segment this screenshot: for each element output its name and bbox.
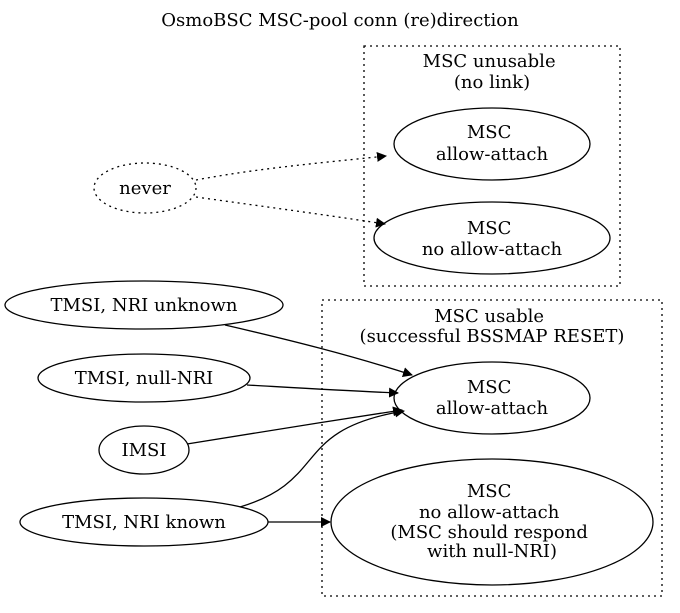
node-usable-msc-no-allow-attach-label-line1: MSC [467,481,512,502]
node-tmsi-null-nri: TMSI, null-NRI [37,353,251,403]
cluster-msc-unusable: MSC unusable (no link) [363,45,621,287]
node-unusable-msc-allow-attach: MSC allow-attach [393,107,591,181]
edge-tmsi-nri-known-to-usable-allow [239,407,405,508]
edge-tmsi-nri-unknown-to-usable-allow [224,324,413,377]
node-usable-msc-no-allow-attach-shape [330,458,654,586]
node-usable-msc-allow-attach-label-line2: allow-attach [436,398,549,419]
node-tmsi-nri-known-shape [19,497,269,547]
node-tmsi-nri-unknown-label: TMSI, NRI unknown [51,295,238,316]
edge-imsi-to-usable-allow [186,406,403,445]
edges [186,151,413,527]
cluster-msc-usable-label-line1: MSC usable [434,306,544,327]
node-usable-msc-no-allow-attach-label-line3: (MSC should respond [390,522,588,543]
node-imsi-label-line1: IMSI [122,440,167,461]
cluster-msc-usable-label-line2: (successful BSSMAP RESET) [360,326,625,347]
node-unusable-msc-no-allow-attach-label-line1: MSC [467,218,512,239]
node-unusable-msc-no-allow-attach-shape [373,201,611,275]
edge-never-to-unusable-allow [195,151,387,181]
node-usable-msc-no-allow-attach-label: MSC no allow-attach (MSC should respond … [390,481,593,562]
cluster-msc-unusable-label: MSC unusable (no link) [423,51,562,93]
node-imsi-shape [98,425,190,475]
node-unusable-msc-allow-attach-label-line2: allow-attach [436,144,549,165]
cluster-msc-usable-border [321,299,663,597]
node-unusable-msc-no-allow-attach-label: MSC no allow-attach [422,218,563,260]
diagram-title: OsmoBSC MSC-pool conn (re)direction [161,10,519,31]
node-unusable-msc-no-allow-attach-label-line2: no allow-attach [422,239,563,260]
cluster-msc-usable-label: MSC usable (successful BSSMAP RESET) [360,306,625,347]
node-usable-msc-no-allow-attach-label-line2: no allow-attach [419,502,560,523]
node-usable-msc-no-allow-attach: MSC no allow-attach (MSC should respond … [330,458,654,586]
node-never-label-line1: never [119,178,171,199]
node-tmsi-null-nri-label-line1: TMSI, null-NRI [75,368,214,389]
node-unusable-msc-allow-attach-label: MSC allow-attach [436,122,549,165]
node-tmsi-nri-known-label-line1: TMSI, NRI known [62,512,226,533]
node-tmsi-null-nri-label: TMSI, null-NRI [75,368,214,389]
node-tmsi-nri-unknown-label-line1: TMSI, NRI unknown [51,295,238,316]
node-usable-msc-allow-attach-shape [393,361,591,435]
node-tmsi-null-nri-shape [37,353,251,403]
node-tmsi-nri-unknown-shape [4,280,284,330]
node-never-label: never [119,178,171,199]
node-unusable-msc-no-allow-attach: MSC no allow-attach [373,201,611,275]
cluster-msc-unusable-label-line2: (no link) [454,72,530,93]
cluster-msc-usable: MSC usable (successful BSSMAP RESET) [321,299,663,597]
node-unusable-msc-allow-attach-label-line1: MSC [467,122,512,143]
node-tmsi-nri-known: TMSI, NRI known [19,497,269,547]
node-never-shape [93,162,197,214]
node-tmsi-nri-unknown: TMSI, NRI unknown [4,280,284,330]
node-imsi-label: IMSI [122,440,167,461]
edge-never-to-unusable-noallow [195,196,386,228]
node-never: never [93,162,197,214]
cluster-msc-unusable-border [363,45,621,287]
cluster-msc-unusable-label-line1: MSC unusable [423,51,556,72]
edge-tmsi-null-nri-to-usable-allow [246,384,399,398]
node-imsi: IMSI [98,425,190,475]
node-tmsi-nri-known-label: TMSI, NRI known [62,512,226,533]
node-unusable-msc-allow-attach-shape [393,107,591,181]
node-usable-msc-allow-attach: MSC allow-attach [393,361,591,435]
node-usable-msc-no-allow-attach-label-line4: with null-NRI) [427,541,557,562]
node-usable-msc-allow-attach-label-line1: MSC [467,377,512,398]
node-usable-msc-allow-attach-label: MSC allow-attach [436,377,549,419]
